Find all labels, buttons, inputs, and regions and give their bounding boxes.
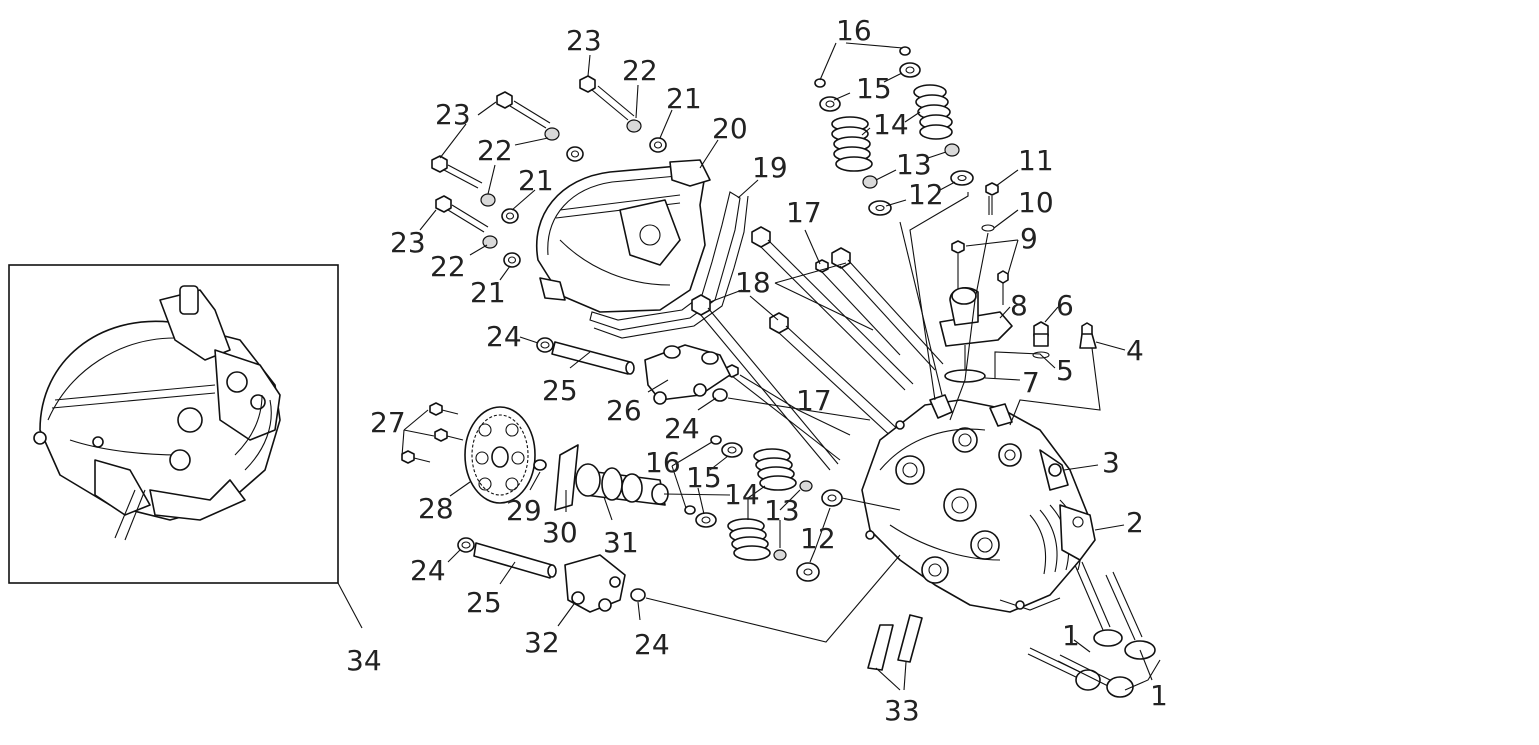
callout-12: 12 bbox=[800, 522, 836, 555]
callout-24: 24 bbox=[410, 554, 446, 587]
valve-spring-right bbox=[913, 84, 953, 140]
callout-33: 33 bbox=[884, 694, 920, 727]
callout-13: 13 bbox=[764, 494, 800, 527]
callout-25: 25 bbox=[542, 374, 578, 407]
callout-4: 4 bbox=[1126, 334, 1144, 367]
callout-34: 34 bbox=[346, 644, 382, 677]
water-outlet-assembly bbox=[939, 182, 1097, 383]
callout-31: 31 bbox=[603, 526, 639, 559]
callout-10: 10 bbox=[1018, 186, 1054, 219]
rocker-shaft-upper bbox=[536, 337, 635, 375]
cover-bolts-lower bbox=[435, 195, 521, 268]
callout-11: 11 bbox=[1018, 144, 1054, 177]
callout-14: 14 bbox=[724, 478, 760, 511]
callout-21: 21 bbox=[470, 276, 506, 309]
callout-22: 22 bbox=[477, 134, 513, 167]
callout-18: 18 bbox=[735, 266, 771, 299]
rocker-arm-lower bbox=[564, 554, 646, 613]
callout-22: 22 bbox=[622, 54, 658, 87]
callout-23: 23 bbox=[390, 226, 426, 259]
callout-3: 3 bbox=[1102, 446, 1120, 479]
rocker-arm-upper bbox=[644, 344, 731, 405]
assembly-inset bbox=[8, 264, 363, 629]
camshaft bbox=[533, 444, 669, 511]
callout-29: 29 bbox=[506, 494, 542, 527]
callout-14: 14 bbox=[873, 108, 909, 141]
cam-sprocket bbox=[464, 406, 536, 504]
callout-20: 20 bbox=[712, 112, 748, 145]
lower-valve-train bbox=[684, 435, 843, 582]
callout-17: 17 bbox=[796, 384, 832, 417]
valve-spring-left bbox=[831, 116, 873, 172]
cylinder-head bbox=[861, 394, 1096, 613]
assembled-head-illustration bbox=[33, 285, 281, 541]
callout-23: 23 bbox=[435, 98, 471, 131]
callout-32: 32 bbox=[524, 626, 560, 659]
callout-16: 16 bbox=[836, 14, 872, 47]
callout-15: 15 bbox=[856, 72, 892, 105]
sprocket-bolts bbox=[401, 402, 464, 464]
upper-valve-train bbox=[814, 46, 974, 216]
callout-15: 15 bbox=[686, 461, 722, 494]
callout-24: 24 bbox=[634, 628, 670, 661]
callout-8: 8 bbox=[1010, 289, 1028, 322]
callout-7: 7 bbox=[1022, 366, 1040, 399]
leader-lines bbox=[401, 42, 1161, 691]
callout-labels: 1 1 2 3 4 5 6 7 8 9 10 11 12 12 13 13 14… bbox=[346, 14, 1168, 727]
cover-bolts-upper bbox=[579, 75, 667, 153]
callout-13: 13 bbox=[896, 148, 932, 181]
callout-2: 2 bbox=[1126, 506, 1144, 539]
callout-28: 28 bbox=[418, 492, 454, 525]
rocker-shaft-lower bbox=[457, 537, 557, 579]
callout-25: 25 bbox=[466, 586, 502, 619]
callout-9: 9 bbox=[1020, 222, 1038, 255]
callout-21: 21 bbox=[666, 82, 702, 115]
callout-12: 12 bbox=[908, 178, 944, 211]
callout-26: 26 bbox=[606, 394, 642, 427]
callout-21: 21 bbox=[518, 164, 554, 197]
callout-30: 30 bbox=[542, 516, 578, 549]
callout-1: 1 bbox=[1150, 679, 1168, 712]
callout-24: 24 bbox=[486, 320, 522, 353]
valve-cover bbox=[535, 159, 711, 313]
callout-24: 24 bbox=[664, 412, 700, 445]
callout-23: 23 bbox=[566, 24, 602, 57]
callout-17: 17 bbox=[786, 196, 822, 229]
callout-5: 5 bbox=[1056, 354, 1074, 387]
callout-6: 6 bbox=[1056, 289, 1074, 322]
callout-19: 19 bbox=[752, 151, 788, 184]
callout-1: 1 bbox=[1062, 619, 1080, 652]
callout-22: 22 bbox=[430, 250, 466, 283]
callout-27: 27 bbox=[370, 406, 406, 439]
callout-16: 16 bbox=[645, 446, 681, 479]
cover-bolts-middle bbox=[431, 91, 584, 224]
valve-guides bbox=[867, 614, 923, 671]
